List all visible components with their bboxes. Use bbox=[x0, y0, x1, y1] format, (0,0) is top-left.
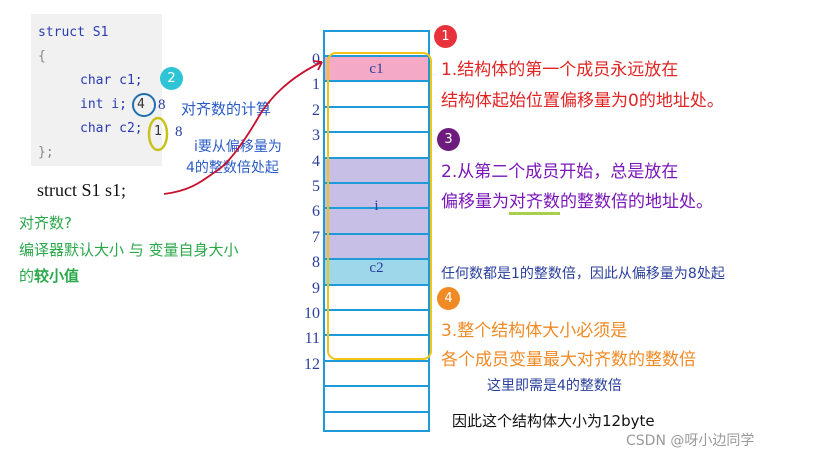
offset-label: 3 bbox=[312, 127, 320, 145]
memory-cell bbox=[323, 283, 430, 311]
i-offset-note-line2: 4的整数倍处起 bbox=[186, 160, 279, 176]
rule2-note: 任何数都是1的整数倍，因此从偏移量为8处起 bbox=[441, 266, 725, 282]
struct-size-bracket bbox=[327, 52, 432, 360]
offset-label: 12 bbox=[304, 355, 320, 373]
code-char-size-num: 1 bbox=[154, 124, 162, 139]
badge-4: 4 bbox=[437, 287, 460, 310]
memory-cell bbox=[323, 258, 430, 286]
rule3-line2: 各个成员变量最大对齐数的整数倍 bbox=[441, 350, 696, 370]
struct-declaration: struct S1 s1; bbox=[37, 180, 127, 200]
rule3-line1: 3.整个结构体大小必须是 bbox=[441, 321, 628, 341]
align-def-question: 对齐数? bbox=[19, 214, 72, 232]
rule1-line2: 结构体起始位置偏移量为0的地址处。 bbox=[441, 91, 724, 111]
badge-2: 2 bbox=[160, 67, 183, 90]
memory-cell bbox=[323, 156, 430, 184]
member-c1-label: c1 bbox=[369, 61, 384, 77]
memory-cell bbox=[323, 80, 430, 108]
rule2-line1: 2.从第二个成员开始，总是放在 bbox=[441, 162, 679, 182]
char-size-circle bbox=[147, 116, 169, 152]
member-i-label: i bbox=[374, 198, 379, 214]
offset-label: 2 bbox=[312, 101, 320, 119]
align-calc-note: 对齐数的计算 bbox=[181, 100, 272, 118]
code-line-close-brace: }; bbox=[38, 145, 54, 160]
badge-1: 1 bbox=[434, 25, 457, 48]
int-default-align-num: 8 bbox=[158, 97, 166, 113]
offset-label: 9 bbox=[312, 279, 320, 297]
memory-cell bbox=[323, 410, 430, 432]
declaration-arrow bbox=[163, 61, 323, 195]
offset-label: 8 bbox=[312, 254, 320, 272]
offset-label: 11 bbox=[304, 330, 320, 348]
member-c2-label: c2 bbox=[369, 260, 384, 276]
rule1-line1: 1.结构体的第一个成员永远放在 bbox=[441, 60, 679, 80]
align-def-line2: 编译器默认大小 与 变量自身大小 bbox=[19, 241, 239, 259]
rule2-align-underline: 对齐数 bbox=[509, 192, 560, 215]
code-line-int-i: int i; bbox=[80, 97, 127, 112]
code-line-char-c2: char c2; bbox=[80, 121, 143, 136]
offset-label: 10 bbox=[304, 305, 320, 322]
int-size-circle bbox=[132, 93, 156, 117]
declaration-arrowhead-icon bbox=[312, 60, 323, 71]
memory-cell bbox=[323, 131, 430, 159]
conclusion-text: 因此这个结构体大小为12byte bbox=[452, 412, 655, 430]
char-default-align-num: 8 bbox=[175, 124, 183, 140]
code-line-struct: struct S1 bbox=[38, 25, 109, 40]
memory-cell bbox=[323, 359, 430, 388]
offset-label: 6 bbox=[312, 203, 320, 221]
i-offset-note-line1: i要从偏移量为 bbox=[194, 139, 282, 155]
offset-label: 0 bbox=[312, 51, 320, 68]
code-line-open-brace: { bbox=[38, 49, 46, 64]
align-def-line3: 的较小值 bbox=[19, 267, 80, 285]
watermark: CSDN @呀小边同学 bbox=[626, 433, 755, 449]
offset-label: 5 bbox=[312, 178, 320, 195]
offset-label: 4 bbox=[312, 152, 320, 170]
rule3-note: 这里即需是4的整数倍 bbox=[487, 378, 622, 394]
rule2-line2: 偏移量为对齐数的整数倍的地址处。 bbox=[441, 187, 713, 215]
code-panel bbox=[31, 14, 162, 166]
offset-label: 7 bbox=[312, 228, 320, 246]
code-line-char-c1: char c1; bbox=[80, 73, 143, 88]
badge-3: 3 bbox=[437, 128, 460, 151]
code-int-size-num: 4 bbox=[137, 97, 145, 112]
offset-label: 1 bbox=[312, 76, 320, 94]
